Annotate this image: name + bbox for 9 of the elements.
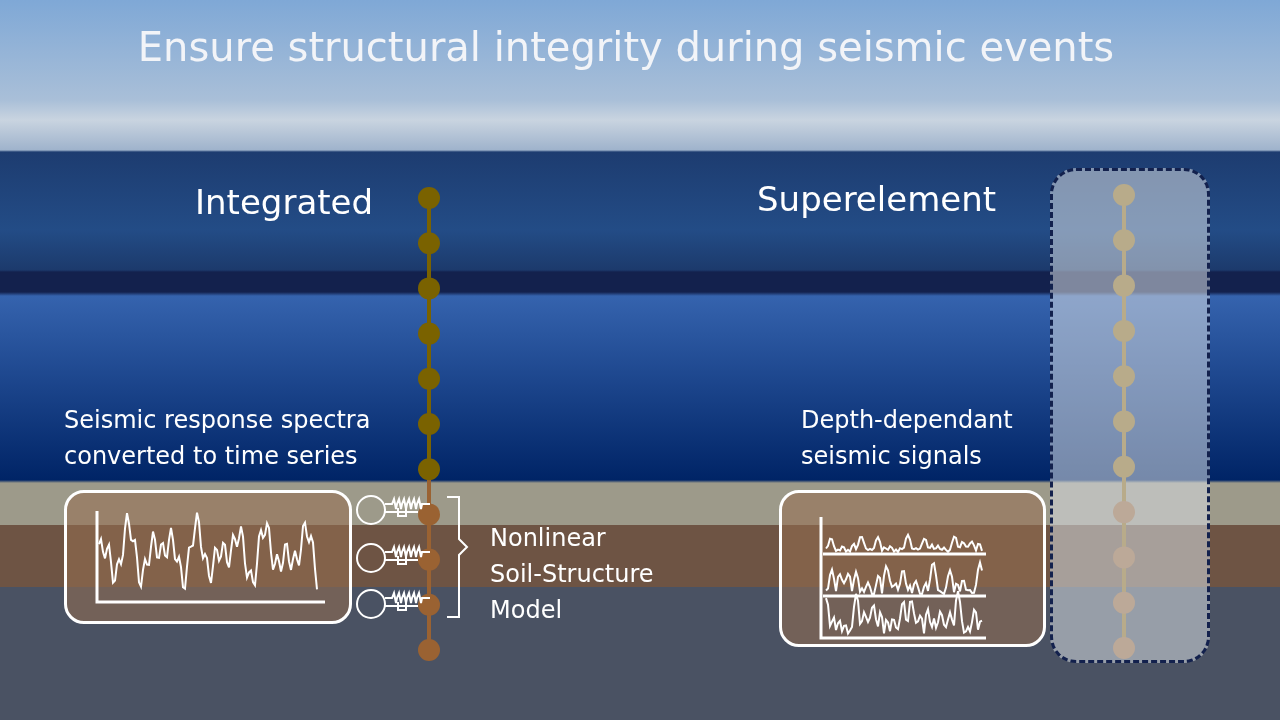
time-series-chart [64, 490, 352, 624]
node-label: Seismic response spectra converted to time series [64, 405, 372, 472]
time-series-chart [779, 490, 1046, 647]
annotation-text: Nonlinear Soil-Structure Model [490, 523, 655, 626]
title: Ensure structural integrity during seismic events [136, 24, 1116, 70]
heading: Integrated [195, 182, 374, 222]
superelement-box [1050, 168, 1210, 663]
node-label: Depth-dependant seismic signals [801, 405, 1014, 472]
heading: Superelement [757, 179, 997, 219]
